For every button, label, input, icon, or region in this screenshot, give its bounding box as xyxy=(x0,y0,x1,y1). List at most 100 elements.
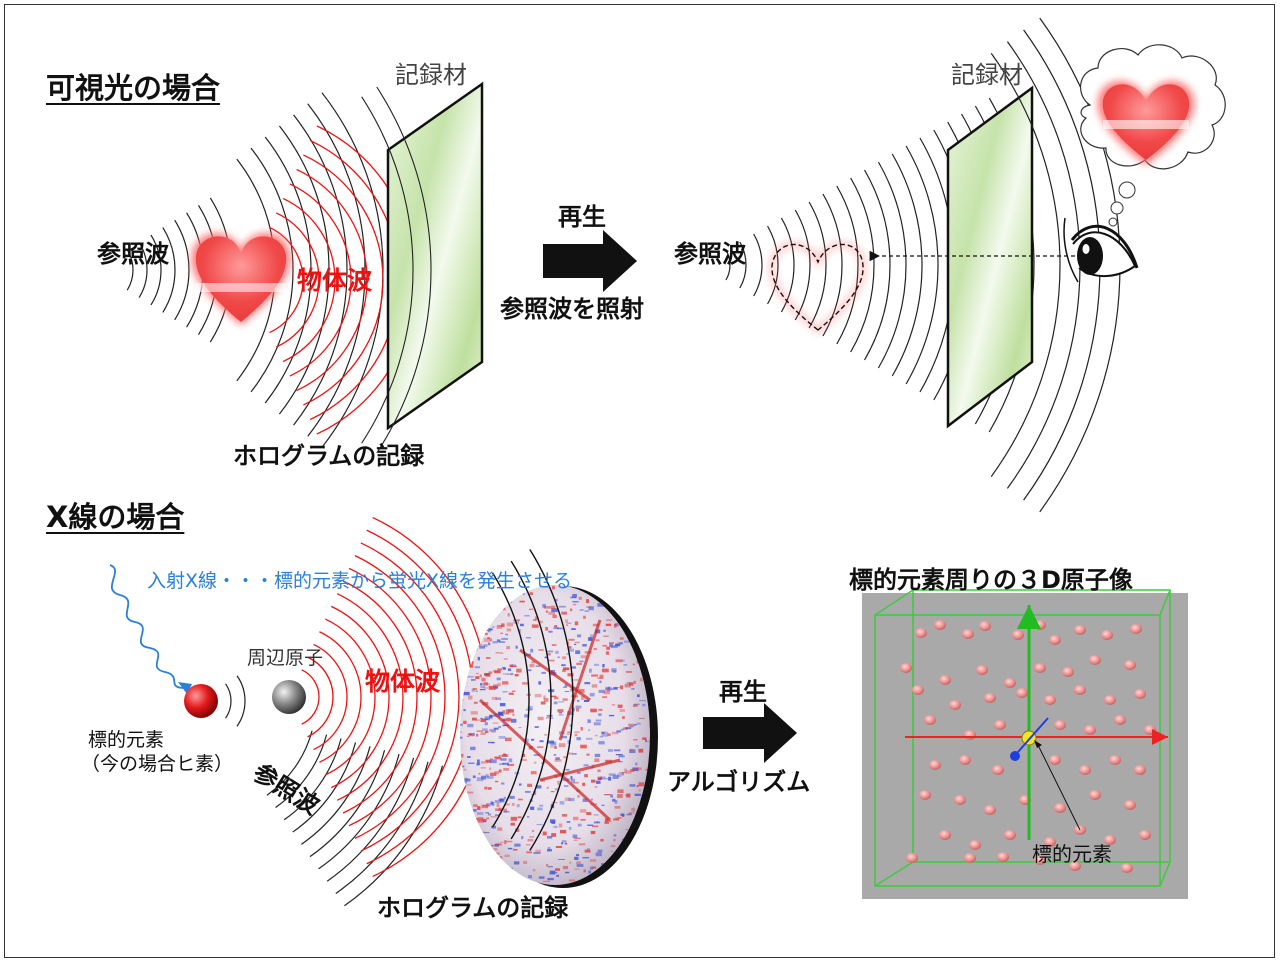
wave-arc xyxy=(266,730,313,796)
atom-blob xyxy=(964,853,976,863)
object-wave-arc xyxy=(319,631,362,763)
atom-blob xyxy=(1069,861,1081,871)
reference-wave-arcs-bottom xyxy=(225,675,444,907)
atom-blob xyxy=(919,790,931,800)
atom-blob xyxy=(1054,720,1066,730)
atom-blob xyxy=(929,760,941,770)
object-wave-arc xyxy=(301,669,320,725)
waves-through-sphere xyxy=(491,549,574,851)
atom-blob xyxy=(962,629,974,639)
atom-blob xyxy=(1084,725,1096,735)
wave-arc xyxy=(335,761,429,894)
object-wave-arc xyxy=(296,168,368,392)
object-wave-arc xyxy=(307,656,334,738)
object-wave-arc xyxy=(325,618,376,776)
atom-blob xyxy=(1034,855,1046,865)
atom-blob xyxy=(959,755,971,765)
atom-blob xyxy=(984,805,996,815)
wave-arc xyxy=(293,114,348,426)
wave-arc xyxy=(510,560,552,840)
recording-material-plate-left xyxy=(386,81,484,431)
heart-in-thought xyxy=(1097,80,1195,165)
wave-arc xyxy=(864,169,891,361)
wave-arc xyxy=(264,136,312,404)
atom-blob xyxy=(954,795,966,805)
object-wave-label-bottom: 物体波 xyxy=(365,667,441,696)
atom-blob xyxy=(1101,630,1113,640)
wave-arc xyxy=(292,742,357,833)
wave-arc xyxy=(361,96,414,444)
incident-xray-wavy-line xyxy=(109,564,186,689)
recording-material-label-left: 記録材 xyxy=(395,61,467,89)
wave-arc xyxy=(753,233,763,297)
recording-material-label-right: 記録材 xyxy=(951,61,1023,89)
object-wave-arc xyxy=(269,226,304,334)
object-wave-arc xyxy=(348,567,432,827)
object-wave-arc xyxy=(330,605,390,789)
wave-arc xyxy=(808,201,827,329)
figure-frame xyxy=(4,4,1275,958)
atom-blob xyxy=(1130,624,1142,634)
object-wave-arc xyxy=(336,593,404,801)
atom-blob xyxy=(1004,678,1016,688)
wave-arc xyxy=(491,572,530,828)
wave-arc xyxy=(150,234,162,306)
algorithm-label: アルゴリズム xyxy=(667,768,811,796)
wave-arc xyxy=(283,738,342,821)
target-element-plot-label: 標的元素 xyxy=(1032,842,1112,866)
atom-blob xyxy=(1074,625,1086,635)
wave-arc xyxy=(344,765,444,907)
wave-arc xyxy=(794,209,811,321)
atom-blob xyxy=(1034,663,1046,673)
atom-blob xyxy=(939,830,951,840)
reference-wave-label-right: 参照波 xyxy=(674,240,746,268)
heart-object xyxy=(191,233,291,325)
wave-arc xyxy=(278,125,330,415)
section-title-visible-light: 可視光の場合 xyxy=(46,71,221,105)
reference-wave-label-left: 参照波 xyxy=(97,240,169,268)
wave-arc xyxy=(891,153,923,377)
atom-blob xyxy=(1134,765,1146,775)
wave-arc xyxy=(162,227,176,313)
atom-blob xyxy=(1062,667,1074,677)
atom-blob xyxy=(969,840,981,850)
surrounding-atom xyxy=(272,680,306,714)
atom-blob xyxy=(1109,755,1121,765)
atom-blob xyxy=(1049,755,1061,765)
reproduce-arrow-bottom xyxy=(703,703,797,763)
atom-blob xyxy=(1054,803,1066,813)
atom-blob xyxy=(1044,695,1056,705)
irradiate-reference-label: 参照波を照射 xyxy=(500,295,644,323)
virtual-heart-image xyxy=(768,241,867,334)
atom-blob xyxy=(915,628,927,638)
atom-blob xyxy=(1012,630,1024,640)
object-wave-arc xyxy=(342,580,418,814)
atom-blob xyxy=(939,675,951,685)
object-wave-arc xyxy=(289,183,352,377)
atom-blob xyxy=(1144,725,1156,735)
atom-blob xyxy=(900,663,912,673)
waves-through-plate-left xyxy=(361,86,432,454)
object-wave-arc xyxy=(360,542,460,852)
section-title-xray: X線の場合 xyxy=(46,500,185,534)
atom-blob xyxy=(1134,689,1146,699)
atom-blob xyxy=(979,621,991,631)
object-wave-label-top: 物体波 xyxy=(297,266,373,295)
object-wave-arc xyxy=(313,643,348,751)
target-atom xyxy=(184,684,218,718)
atom-blob xyxy=(906,853,918,863)
wave-arc xyxy=(126,249,134,291)
atom-blob xyxy=(994,720,1006,730)
atom-blob xyxy=(1124,800,1136,810)
atom-image-3d-plot xyxy=(862,589,1188,899)
target-element-note: （今の場合ヒ素） xyxy=(81,753,234,775)
atom-blob xyxy=(949,700,961,710)
atom-blob xyxy=(976,665,988,675)
wave-arc xyxy=(529,549,574,851)
wave-arc xyxy=(739,241,747,289)
atom-blob xyxy=(1089,655,1101,665)
object-wave-arc xyxy=(282,197,336,363)
wave-arc xyxy=(877,161,907,369)
atom-blob xyxy=(1089,790,1101,800)
